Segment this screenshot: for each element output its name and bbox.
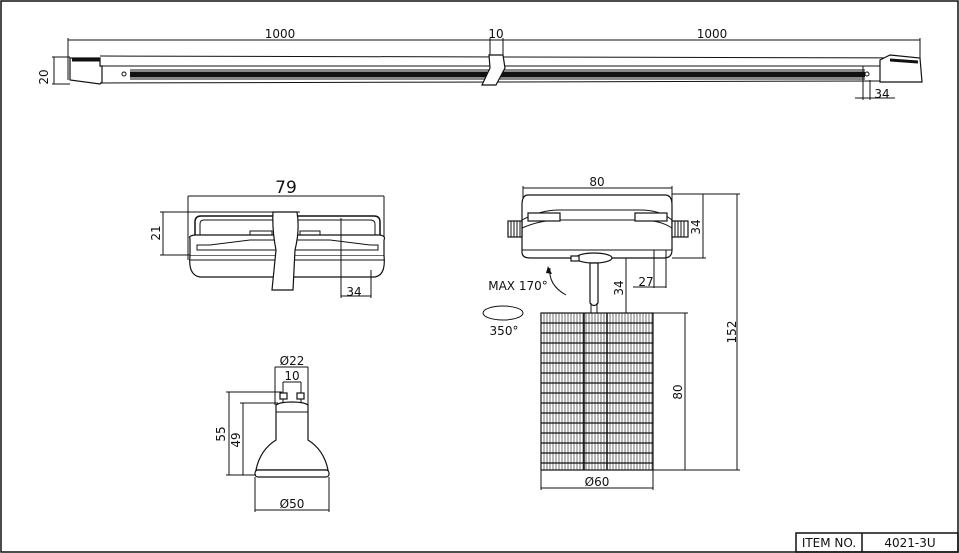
fixture-view: 80 34 152 34 bbox=[482, 175, 740, 490]
stem-length-label: 34 bbox=[612, 280, 626, 295]
adapter-width-label: 80 bbox=[589, 175, 604, 189]
heatsink-body bbox=[540, 312, 654, 471]
tilt-arrow bbox=[549, 267, 567, 296]
connector-center-bracket bbox=[271, 211, 299, 291]
track-gap-label: 10 bbox=[488, 27, 503, 41]
connector-offset-label: 34 bbox=[346, 285, 361, 299]
item-no-value: 4021-3U bbox=[884, 536, 935, 550]
lamp-face bbox=[254, 469, 330, 478]
body-height-label: 80 bbox=[671, 384, 685, 399]
lamp-view: Ø22 10 55 49 Ø50 bbox=[214, 354, 330, 512]
connector-length-label: 79 bbox=[275, 178, 297, 198]
tilt-annotation: MAX 170° bbox=[488, 279, 548, 293]
lamp-pin-left bbox=[279, 392, 288, 400]
rotation-annotation: 350° bbox=[490, 324, 519, 338]
lamp-face-diameter-label: Ø50 bbox=[280, 497, 305, 511]
body-diameter-label: Ø60 bbox=[585, 475, 610, 489]
total-height-label: 152 bbox=[725, 321, 739, 344]
track-height-label: 20 bbox=[37, 69, 51, 84]
mounting-stem bbox=[589, 262, 599, 307]
lamp-base-diameter-label: Ø22 bbox=[280, 354, 305, 368]
right-thread-knob bbox=[671, 220, 689, 238]
lamp-pin-right bbox=[296, 392, 305, 400]
track-screw-right bbox=[864, 71, 870, 77]
track-adapter-body bbox=[521, 194, 673, 259]
track-center-connector bbox=[481, 54, 506, 86]
lamp-total-height-label: 55 bbox=[214, 426, 228, 441]
track-left-length-label: 1000 bbox=[265, 27, 296, 41]
track-view: 1000 10 1000 20 34 bbox=[37, 27, 923, 101]
track-left-end-cap bbox=[69, 57, 103, 85]
track-end-offset-label: 34 bbox=[874, 87, 889, 101]
lamp-body-height-label: 49 bbox=[229, 432, 243, 447]
track-right-length-label: 1000 bbox=[697, 27, 728, 41]
track-screw-left bbox=[121, 71, 127, 77]
title-block: ITEM NO. 4021-3U bbox=[795, 532, 959, 553]
connector-view: 79 21 34 bbox=[149, 178, 386, 299]
item-no-label: ITEM NO. bbox=[802, 536, 856, 550]
pin-spacing-label: 10 bbox=[284, 369, 299, 383]
swivel-plate bbox=[575, 252, 613, 264]
lamp-body bbox=[255, 401, 329, 471]
adapter-height-label: 34 bbox=[689, 219, 703, 234]
track-right-end-cap bbox=[879, 54, 923, 83]
connector-height-label: 21 bbox=[149, 225, 163, 240]
rotation-arrow bbox=[482, 305, 524, 321]
stem-offset-label: 27 bbox=[638, 275, 653, 289]
